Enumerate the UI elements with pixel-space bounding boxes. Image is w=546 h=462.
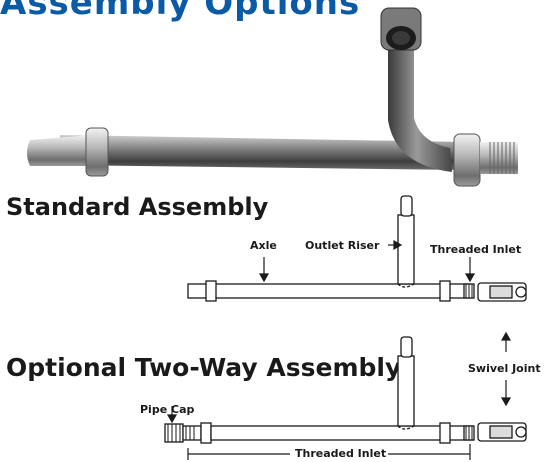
label-axle: Axle bbox=[250, 239, 277, 252]
label-threaded-inlet-standard: Threaded Inlet bbox=[430, 243, 522, 256]
swivel-fitting-optional bbox=[477, 422, 527, 442]
pipe-assembly-photo bbox=[27, 7, 518, 187]
label-threaded-inlet-optional: Threaded Inlet bbox=[295, 447, 387, 460]
standard-assembly-heading: Standard Assembly bbox=[6, 193, 269, 221]
label-outlet-riser: Outlet Riser bbox=[305, 239, 380, 252]
swivel-fitting-standard bbox=[477, 282, 527, 302]
label-pipe-cap: Pipe Cap bbox=[140, 403, 195, 416]
optional-assembly-heading: Optional Two-Way Assembly bbox=[6, 353, 402, 382]
label-swivel-joint: Swivel Joint bbox=[468, 362, 541, 375]
page-title: Assembly Options bbox=[0, 0, 361, 23]
